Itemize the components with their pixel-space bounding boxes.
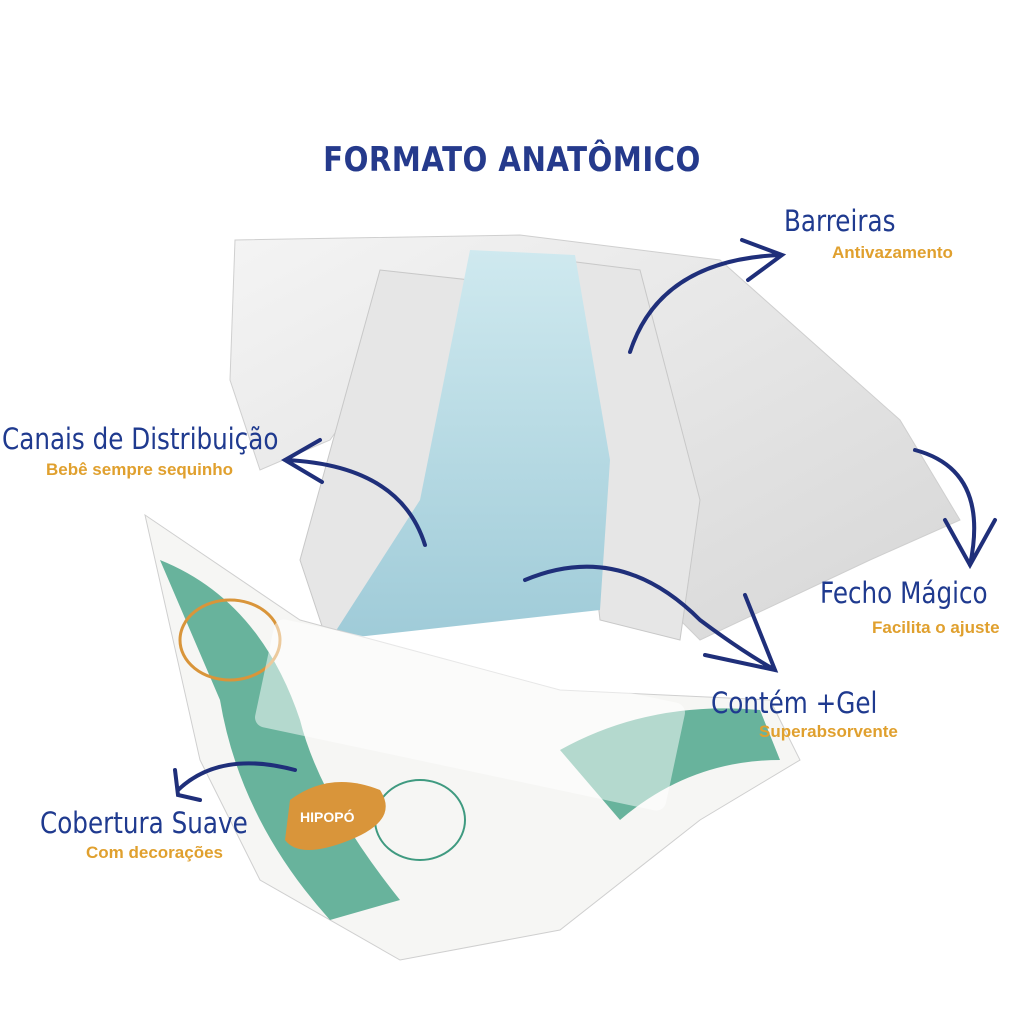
callout-gel: Contém +Gel: [711, 686, 878, 720]
callout-fecho: Fecho Mágico: [820, 576, 988, 610]
arrow-icons: [173, 238, 997, 802]
callout-canais-sub: Bebê sempre sequinho: [46, 460, 234, 479]
arrow-barreiras-icon: [628, 238, 787, 354]
arrow-fecho-icon: [913, 448, 997, 570]
arrow-cobertura-icon: [173, 761, 297, 802]
callout-barreiras-sub: Antivazamento: [832, 243, 953, 262]
callout-gel-sub: Superabsorvente: [759, 722, 898, 741]
absorbent-core: [330, 250, 610, 640]
callout-cobertura: Cobertura Suave: [40, 806, 248, 840]
page-title: FORMATO ANATÔMICO: [323, 140, 701, 180]
callout-barreiras: Barreiras: [784, 204, 896, 238]
brand-badge: [285, 782, 386, 850]
arrow-canais-icon: [281, 438, 427, 547]
window-band: [255, 619, 685, 811]
brand-logo: HIPOPÓ: [300, 808, 355, 825]
arrow-gel-icon: [523, 564, 779, 673]
callout-canais: Canais de Distribuição: [2, 422, 279, 456]
callout-fecho-sub: Facilita o ajuste: [872, 618, 1000, 637]
callout-cobertura-sub: Com decorações: [86, 843, 223, 862]
